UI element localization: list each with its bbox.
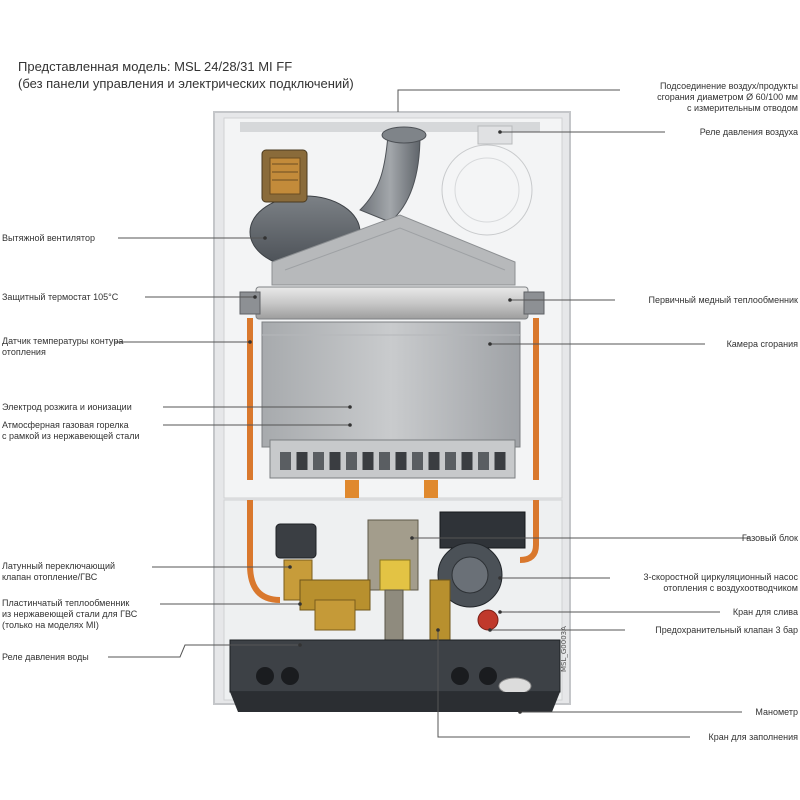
label-gas-valve: Газовый блок xyxy=(741,533,798,543)
label-plate-exchanger-line-1: Пластинчатый теплообменник xyxy=(2,598,130,608)
image-code: MSL_G0003A xyxy=(560,626,568,672)
burner-ramp xyxy=(445,452,456,470)
combustion-chamber xyxy=(261,321,521,448)
label-circulation-pump: 3-скоростной циркуляционный насос отопле… xyxy=(643,572,798,594)
label-diverter-valve-line-2: клапан отопление/ГВС xyxy=(2,572,98,582)
title-line-2: (без панели управления и электрических п… xyxy=(18,76,354,91)
air-pressure-relay-disc xyxy=(441,125,533,236)
burner-ramp xyxy=(362,452,374,470)
page-title: Представленная модель: MSL 24/28/31 MI F… xyxy=(18,58,354,92)
label-air-connection: Подсоединение воздух/продукты сгорания д… xyxy=(657,81,798,114)
label-primary-exchanger: Первичный медный теплообменник xyxy=(648,295,798,305)
label-heating-temp-sensor-line-2: отопления xyxy=(2,347,46,357)
label-manometer: Манометр xyxy=(755,707,798,717)
burner-ramp xyxy=(395,452,407,470)
label-air-pressure-relay: Реле давления воздуха xyxy=(699,127,798,137)
label-gas-burner-line-1: Атмосферная газовая горелка xyxy=(2,420,129,430)
title-line-1: Представленная модель: MSL 24/28/31 MI F… xyxy=(18,59,293,74)
label-circulation-pump-line-1: 3-скоростной циркуляционный насос xyxy=(643,572,798,582)
label-plate-exchanger-line-2: из нержавеющей стали для ГВС xyxy=(2,609,138,619)
burner-ramp xyxy=(313,452,324,470)
label-ignition-electrode: Электрод розжига и ионизации xyxy=(2,402,132,412)
circulation-pump xyxy=(429,511,526,641)
label-heating-temp-sensor: Датчик температуры контура отопления xyxy=(2,336,123,358)
burner-ramp xyxy=(461,452,473,470)
label-safety-valve: Предохранительный клапан 3 бар xyxy=(655,625,798,635)
label-safety-thermostat: Защитный термостат 105°C xyxy=(2,292,119,302)
label-water-pressure-relay: Реле давления воды xyxy=(2,652,89,662)
burner-ramp xyxy=(296,452,308,470)
bottom-tray xyxy=(229,639,561,712)
leader-lines xyxy=(108,89,750,738)
leader-points xyxy=(248,130,522,714)
label-gas-burner: Атмосферная газовая горелка с рамкой из … xyxy=(2,420,140,442)
burner-ramp xyxy=(412,452,423,470)
label-heating-temp-sensor-line-1: Датчик температуры контура xyxy=(2,336,124,346)
smoke-hood xyxy=(271,214,516,286)
label-plate-exchanger: Пластинчатый теплообменник из нержавеюще… xyxy=(2,598,137,631)
primary-exchanger xyxy=(239,286,545,320)
label-air-connection-line-2: сгорания диаметром Ø 60/100 мм xyxy=(657,92,798,102)
label-fill-tap: Кран для заполнения xyxy=(708,732,798,742)
diverter-valve xyxy=(275,523,371,631)
label-exhaust-fan: Вытяжной вентилятор xyxy=(2,233,95,243)
burner-ramp xyxy=(280,452,291,470)
label-combustion-chamber: Камера сгорания xyxy=(726,339,798,349)
label-air-connection-line-1: Подсоединение воздух/продукты xyxy=(659,81,798,91)
burner-ramp xyxy=(379,452,390,470)
label-circulation-pump-line-2: отопления с воздухоотводчиком xyxy=(663,583,798,593)
copper-pipes xyxy=(247,318,539,603)
burner-ramp xyxy=(346,452,357,470)
burner-ramp xyxy=(494,452,506,470)
label-diverter-valve: Латунный переключающий клапан отопление/… xyxy=(2,561,115,583)
label-drain-tap: Кран для слива xyxy=(732,607,798,617)
burner-ramp xyxy=(329,452,341,470)
gas-burner xyxy=(269,439,516,498)
label-gas-burner-line-2: с рамкой из нержавеющей стали xyxy=(2,431,140,441)
burner-ramp xyxy=(478,452,489,470)
label-plate-exchanger-line-3: (только на моделях MI) xyxy=(2,620,99,630)
flue-pipe xyxy=(359,126,427,223)
label-diverter-valve-line-1: Латунный переключающий xyxy=(2,561,116,571)
label-air-connection-line-3: с измерительным отводом xyxy=(686,103,798,113)
burner-ramp xyxy=(428,452,440,470)
